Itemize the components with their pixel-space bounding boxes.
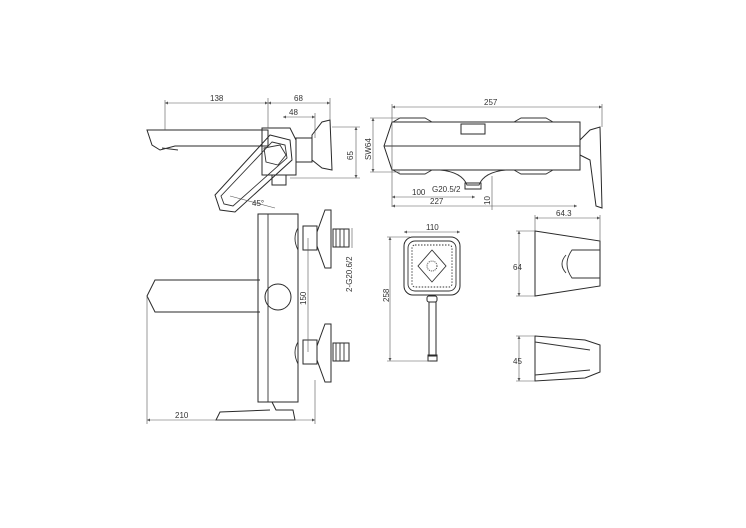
dim-110: 110: [426, 223, 439, 232]
lever-side: [214, 134, 293, 213]
top-view: 257 SW64 G20.5/2 100 227 10: [364, 98, 603, 210]
dim-258: 258: [382, 288, 391, 302]
dim-257: 257: [484, 98, 498, 107]
dim-210: 210: [175, 411, 189, 420]
dim-64-3: 64.3: [556, 209, 572, 218]
dim-10: 10: [483, 196, 492, 205]
wall-flange-side: [311, 119, 333, 171]
holder-top-view: [534, 230, 601, 297]
dim-227: 227: [430, 197, 444, 206]
side-view: 138 68 48 65 45°: [146, 94, 360, 213]
hand-shower: 110 258: [382, 223, 461, 362]
spout-front: [146, 279, 260, 313]
handle-top: [579, 126, 603, 209]
dim-65: 65: [346, 151, 355, 160]
shower-head: [403, 236, 461, 296]
diverter-knob: [264, 283, 292, 311]
dim-64: 64: [513, 263, 522, 272]
dim-48: 48: [289, 108, 298, 117]
dim-45: 45: [513, 357, 522, 366]
thread-inlets: 2-G20.6/2: [345, 256, 354, 292]
dim-138: 138: [210, 94, 224, 103]
dim-68: 68: [294, 94, 303, 103]
body-top: [383, 121, 581, 171]
shower-handle: [428, 301, 437, 357]
dim-100: 100: [412, 188, 426, 197]
thread-outlet: G20.5/2: [432, 185, 461, 194]
connector-upper: [294, 209, 350, 269]
shower-holder: 64.3 64 45: [513, 209, 601, 382]
body-front: [257, 213, 299, 403]
spout-side: [146, 129, 269, 151]
front-view: 150 2-G20.6/2 210: [146, 209, 354, 424]
angle-45: 45°: [252, 199, 264, 208]
outlet-base: [215, 401, 296, 421]
dim-150: 150: [299, 291, 308, 305]
connector-lower: [294, 323, 350, 383]
wrench-size: SW64: [364, 138, 373, 160]
